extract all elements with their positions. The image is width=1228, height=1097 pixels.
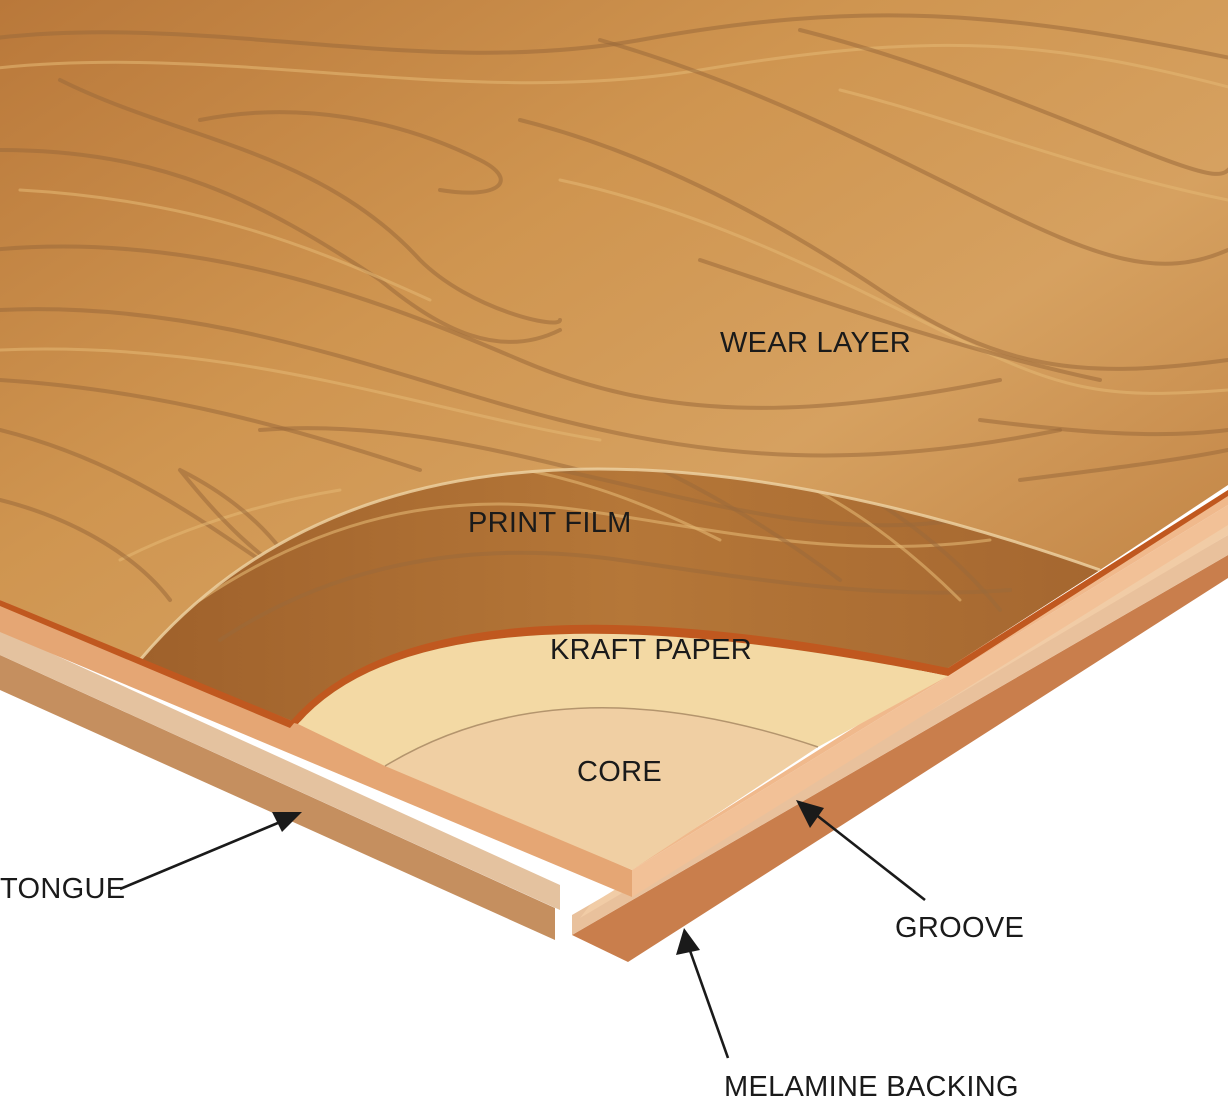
label-core: CORE <box>577 756 662 788</box>
arrow-melamine-backing <box>676 928 728 1058</box>
label-groove: GROOVE <box>895 912 1024 944</box>
label-wear-layer: WEAR LAYER <box>720 327 911 359</box>
label-tongue: TONGUE <box>0 873 125 905</box>
label-melamine-backing: MELAMINE BACKING <box>724 1071 1019 1097</box>
label-print-film: PRINT FILM <box>468 507 632 539</box>
label-kraft-paper: KRAFT PAPER <box>550 634 752 666</box>
arrow-groove <box>796 800 925 900</box>
arrow-tongue <box>120 812 302 889</box>
